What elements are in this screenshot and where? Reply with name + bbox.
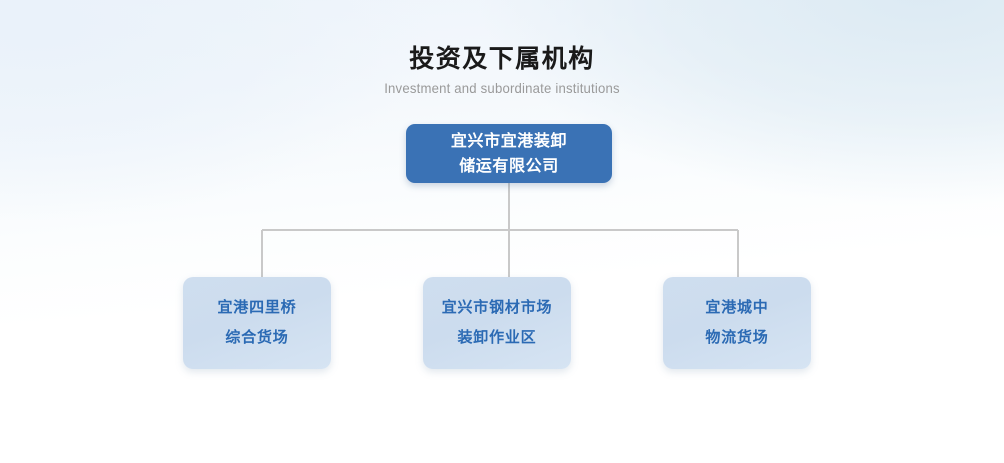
org-node-child-1-line1: 宜兴市钢材市场	[441, 299, 553, 316]
org-node-root[interactable]: 宜兴市宜港装卸 储运有限公司	[406, 124, 612, 183]
org-node-child-0-line2: 综合货场	[225, 329, 289, 346]
page-title: 投资及下属机构	[409, 45, 595, 73]
page-header: 投资及下属机构 Investment and subordinate insti…	[0, 44, 1004, 97]
org-node-child-1[interactable]: 宜兴市钢材市场 装卸作业区	[423, 277, 571, 369]
org-node-child-2-line1: 宜港城中	[705, 299, 769, 316]
org-node-child-1-line2: 装卸作业区	[457, 329, 537, 346]
org-node-child-0-line1: 宜港四里桥	[217, 299, 297, 316]
org-node-child-2-line2: 物流货场	[705, 329, 769, 346]
org-node-root-line2: 储运有限公司	[459, 157, 559, 175]
org-node-child-2[interactable]: 宜港城中 物流货场	[663, 277, 811, 369]
org-node-child-0[interactable]: 宜港四里桥 综合货场	[183, 277, 331, 369]
page-subtitle: Investment and subordinate institutions	[384, 80, 620, 96]
org-node-root-line1: 宜兴市宜港装卸	[450, 132, 568, 150]
